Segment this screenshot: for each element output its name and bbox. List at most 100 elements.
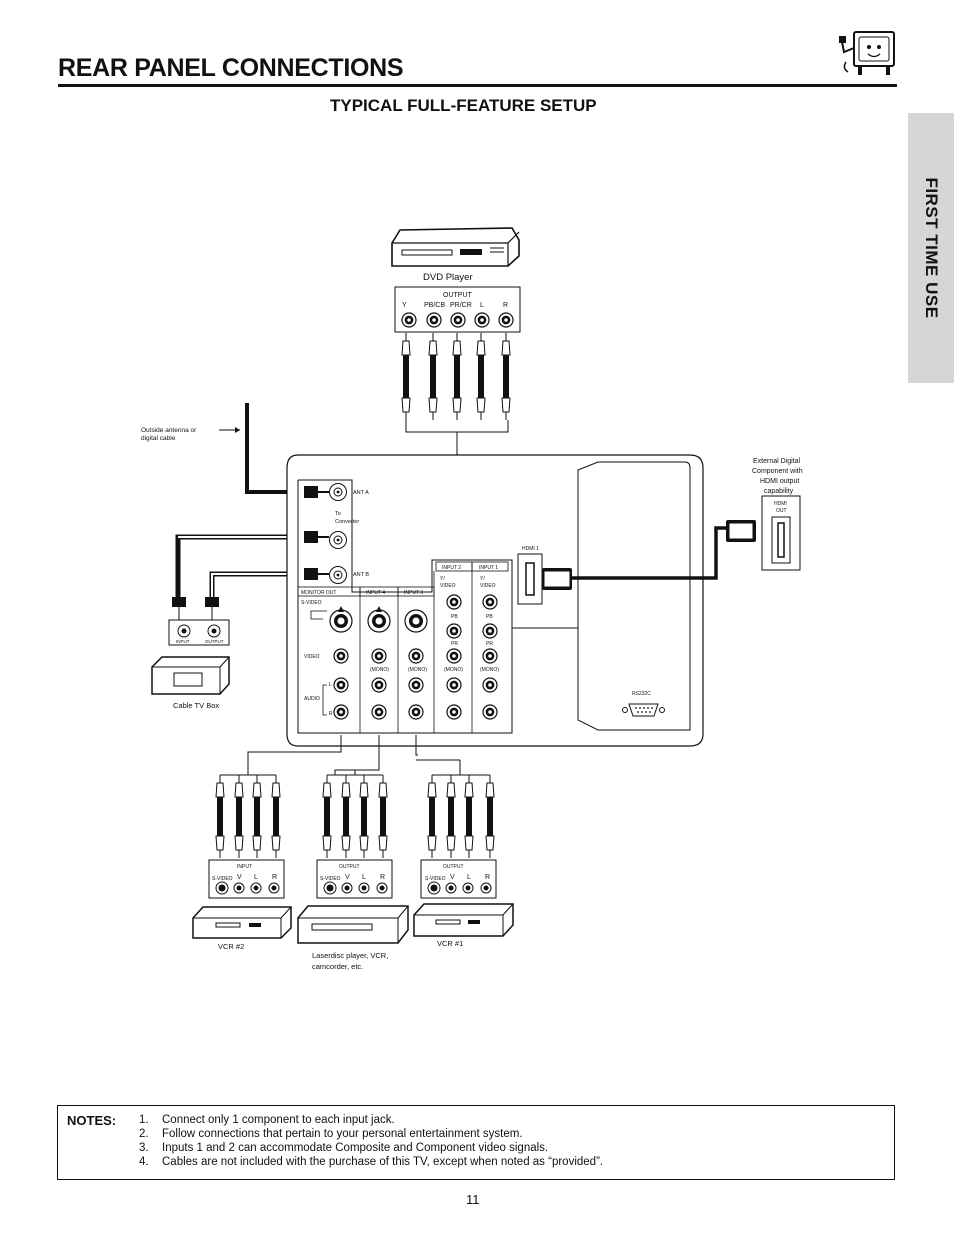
dvd-output-jack	[426, 312, 442, 328]
video-label: VIDEO	[304, 654, 320, 660]
input-1-pb-label: PB	[486, 614, 493, 620]
vcr-2-panel	[208, 859, 285, 899]
note-text: Follow connections that pertain to your …	[162, 1128, 523, 1140]
tv-rca-jack	[408, 677, 424, 693]
cable-box-input-cable	[175, 534, 305, 600]
hdmi-out-line1: HDMI	[774, 501, 787, 507]
tv-rca-jack	[446, 623, 462, 639]
antenna-note-line2: digital cable	[141, 435, 176, 442]
tv-rca-jack	[482, 648, 498, 664]
note-number: 1.	[139, 1114, 149, 1126]
to-converter-line1: To	[335, 511, 341, 517]
input-2-label: INPUT 2	[442, 565, 461, 571]
page-title: REAR PANEL CONNECTIONS	[58, 54, 404, 82]
to-converter-line2: Converter	[335, 519, 359, 525]
s-video-label: S-VIDEO	[301, 600, 322, 606]
av-cable	[271, 775, 281, 858]
vcr-2-svideo-label: S-VIDEO	[212, 876, 233, 882]
laserdisc-label-line1: Laserdisc player, VCR,	[312, 951, 388, 960]
page-subtitle: TYPICAL FULL-FEATURE SETUP	[330, 96, 597, 115]
dvd-cable	[476, 333, 486, 420]
input-4-label: INPUT 4	[366, 590, 385, 596]
dvd-jack-pb-label: PB/CB	[424, 302, 445, 309]
tv-rca-jack	[446, 677, 462, 693]
tv-rca-jack	[333, 677, 349, 693]
side-tab: FIRST TIME USE	[908, 113, 954, 383]
tv-rca-jack	[333, 704, 349, 720]
dvd-output-heading: OUTPUT	[443, 292, 473, 299]
dvd-output-jack	[498, 312, 514, 328]
cable-box-output-label: OUTPUT	[205, 639, 224, 644]
laserdisc-panel	[316, 859, 393, 899]
rs232c-port	[622, 703, 665, 717]
dvd-cable	[501, 333, 511, 420]
s-video-cable	[215, 775, 225, 858]
input-2-y-label: Y/	[440, 576, 445, 582]
tv-rca-jack	[482, 704, 498, 720]
dvd-jack-r-label: R	[503, 302, 508, 309]
vcr-1-panel	[420, 859, 497, 899]
dvd-output-jack	[401, 312, 417, 328]
av-cable	[485, 775, 495, 858]
page-number: 11	[466, 1192, 480, 1207]
ant-a-label: ANT A	[353, 490, 369, 496]
vcr-1-svideo-label: S-VIDEO	[425, 876, 446, 882]
input-1-pr-label: PR	[486, 641, 493, 647]
monitor-out-label: MONITOR OUT	[301, 590, 336, 596]
tv-panel-right-region	[577, 461, 691, 731]
vcr-1-r-label: R	[485, 874, 490, 881]
input-1-video-label: VIDEO	[480, 583, 496, 589]
input-2-pr-label: PR	[451, 641, 458, 647]
ant-b-label: ANT B	[353, 572, 369, 578]
note-text: Inputs 1 and 2 can accommodate Composite…	[162, 1142, 549, 1154]
laserdisc-player	[297, 905, 409, 944]
input-2-mono-label: (MONO)	[444, 667, 463, 673]
vcr-1-l-label: L	[467, 874, 471, 881]
vcr-2-heading: INPUT	[237, 864, 252, 870]
input-2-video-label: VIDEO	[440, 583, 456, 589]
cable-tv-box	[151, 656, 230, 695]
av-cable	[234, 775, 244, 858]
input-2-pb-label: PB	[451, 614, 458, 620]
dvd-player-label: DVD Player	[423, 272, 473, 283]
vcr-1	[413, 903, 514, 937]
tv-rca-jack	[446, 648, 462, 664]
laserdisc-label-line2: camcorder, etc.	[312, 962, 363, 971]
laserdisc-l-label: L	[362, 874, 366, 881]
input-4-mono-label: (MONO)	[370, 667, 389, 673]
note-text: Connect only 1 component to each input j…	[162, 1114, 395, 1126]
tv-rca-jack	[408, 648, 424, 664]
vcr-2-v-label: V	[237, 874, 242, 881]
tv-mascot-icon	[839, 31, 895, 75]
cable-box-label: Cable TV Box	[173, 701, 219, 710]
dvd-cable-bracket	[405, 420, 509, 433]
title-rule	[58, 84, 897, 87]
dvd-player	[391, 227, 520, 267]
dvd-jack-y-label: Y	[402, 302, 407, 309]
vcr-2	[192, 906, 292, 939]
dvd-output-jack	[474, 312, 490, 328]
laserdisc-v-label: V	[345, 874, 350, 881]
hdmi-out-line2: OUT	[776, 508, 787, 514]
external-component-line3: HDMI output	[760, 478, 799, 485]
tv-rca-jack	[482, 623, 498, 639]
input-1-mono-label: (MONO)	[480, 667, 499, 673]
tv-rca-jack	[371, 704, 387, 720]
av-cable	[252, 775, 262, 858]
dvd-cable	[452, 333, 462, 420]
input-1-y-label: Y/	[480, 576, 485, 582]
tv-rca-jack	[482, 594, 498, 610]
laserdisc-r-label: R	[380, 874, 385, 881]
av-cable	[464, 775, 474, 858]
rs232c-label: RS232C	[632, 691, 651, 697]
tv-rca-jack	[482, 677, 498, 693]
external-component-line4: capability	[764, 488, 794, 495]
input-1-label: INPUT 1	[479, 565, 498, 571]
tv-rca-jack	[371, 648, 387, 664]
audio-l-label: L	[329, 682, 332, 688]
tv-rca-jack	[408, 704, 424, 720]
external-component-line2: Component with	[752, 468, 803, 475]
laserdisc-svideo-label: S-VIDEO	[320, 876, 341, 882]
antenna-cable	[245, 403, 305, 494]
